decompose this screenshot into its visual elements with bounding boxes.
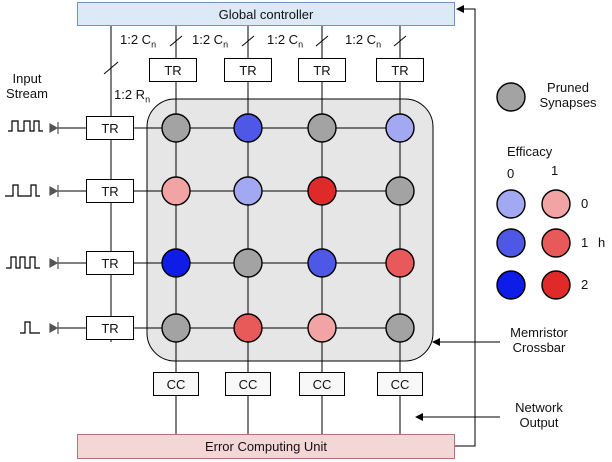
row-select-slash [103, 61, 119, 75]
legend-blue-2-circle [496, 270, 526, 300]
legend-red-0-circle [541, 189, 571, 219]
column-tr-box: TR [224, 58, 272, 82]
cc-box: CC [377, 372, 423, 396]
feedback-arrow [455, 5, 476, 447]
legend-col-label: 1 [551, 163, 559, 178]
row-tr-box: TR [86, 179, 134, 203]
tr-label: TR [313, 62, 331, 78]
legend-row-label: 0 [581, 196, 589, 211]
tr-label: TR [101, 320, 119, 336]
tr-label: TR [164, 62, 182, 78]
diode-icon [49, 322, 59, 334]
synapse-node-red-0 [161, 176, 191, 206]
column-ratio-label: 1:2 Cn [267, 32, 304, 50]
cc-label: CC [312, 376, 332, 392]
synapse-node-blue-2 [161, 248, 191, 278]
synapse-node-red-2 [307, 176, 337, 206]
synapse-grid [161, 113, 415, 343]
input-stream-label: Input Stream [6, 71, 48, 101]
error-computing-unit-label: Error Computing Unit [204, 439, 328, 454]
legend-h-label: h [598, 235, 606, 250]
cc-label: CC [166, 376, 186, 392]
diode-icon [49, 257, 59, 269]
legend-blue-1-circle [496, 228, 526, 258]
synapse-node-pruned [385, 176, 415, 206]
pulse-waveform-2 [5, 184, 40, 197]
column-ratio-label: 1:2 Cn [120, 32, 157, 50]
legend-blue-0-circle [496, 189, 526, 219]
diode-icon [49, 185, 59, 197]
diode-icon [49, 122, 59, 134]
pulse-waveform-4 [20, 321, 40, 334]
row-tr-box: TR [86, 251, 134, 275]
tr-label: TR [239, 62, 257, 78]
legend-row-label: 2 [581, 277, 589, 292]
column-tr-box: TR [376, 58, 424, 82]
cc-label: CC [238, 376, 258, 392]
legend-pruned-circle [496, 82, 526, 112]
cc-box: CC [153, 372, 199, 396]
memristor-crossbar-label: Memristor Crossbar [510, 325, 568, 355]
legend-efficacy-title: Efficacy [507, 144, 553, 159]
crossbar-panel [146, 98, 434, 362]
synapse-node-blue-1 [233, 113, 263, 143]
column-slashes [169, 35, 407, 47]
tr-label: TR [101, 183, 119, 199]
synapse-node-pruned [385, 313, 415, 343]
synapse-node-pruned [307, 113, 337, 143]
legend-red-1-circle [541, 228, 571, 258]
synapse-node-pruned [161, 313, 191, 343]
synapse-node-pruned [161, 113, 191, 143]
global-controller-label: Global controller [218, 6, 314, 22]
column-tr-box: TR [298, 58, 346, 82]
diodes [49, 122, 59, 334]
legend [496, 82, 571, 300]
synapse-node-red-1 [233, 313, 263, 343]
network-output-label: Network Output [515, 400, 563, 430]
column-ratio-label: 1:2 Cn [192, 32, 229, 50]
error-computing-unit-box: Error Computing Unit [77, 434, 455, 459]
row-tr-box: TR [86, 316, 134, 340]
synapse-node-red-1 [385, 248, 415, 278]
row-tr-box: TR [86, 116, 134, 140]
legend-red-2-circle [541, 270, 571, 300]
column-tr-box: TR [149, 58, 197, 82]
synapse-node-blue-1 [307, 248, 337, 278]
pulse-waveform-1 [8, 120, 43, 132]
tr-label: TR [101, 255, 119, 271]
column-ratio-label: 1:2 Cn [345, 32, 382, 50]
row-ratio-label: 1:2 Rn [114, 87, 151, 105]
cc-box: CC [299, 372, 345, 396]
synapse-node-red-0 [307, 313, 337, 343]
synapse-node-blue-0 [233, 176, 263, 206]
legend-col-label: 0 [507, 166, 515, 181]
tr-label: TR [391, 62, 409, 78]
pulse-waveforms [5, 120, 43, 334]
cc-label: CC [390, 376, 410, 392]
legend-row-label: 1 [581, 235, 589, 250]
pulse-waveform-3 [6, 256, 40, 269]
legend-pruned-label: Pruned Synapses [539, 80, 597, 110]
synapse-node-blue-0 [385, 113, 415, 143]
cc-box: CC [225, 372, 271, 396]
synapse-node-pruned [233, 248, 263, 278]
global-controller-box: Global controller [77, 2, 455, 26]
tr-label: TR [101, 120, 119, 136]
